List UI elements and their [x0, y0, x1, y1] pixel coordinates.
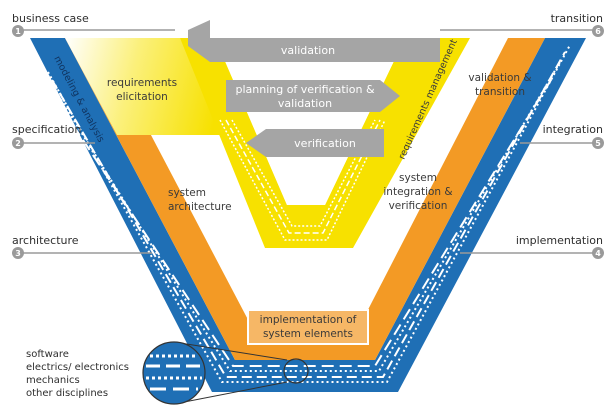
- stage-label-transition: transition: [551, 12, 603, 25]
- legend-mechanics: mechanics: [26, 375, 80, 386]
- system-integration-label-3: verification: [389, 200, 448, 212]
- stage-lines: [18, 29, 598, 254]
- validation-arrow-label: validation: [281, 44, 335, 57]
- legend-software: software: [26, 349, 69, 360]
- orange-band-discipline-lines: [198, 199, 422, 322]
- requirements-elicitation-label-1: requirements: [107, 77, 177, 89]
- implementation-label-2: system elements: [263, 328, 353, 340]
- blue-band: [30, 38, 586, 392]
- stage-2-number: 2: [15, 139, 21, 148]
- validation-arrow: [188, 20, 440, 62]
- implementation-label-1: implementation of: [260, 314, 357, 326]
- stage-label-integration: integration: [543, 123, 603, 136]
- blue-band-discipline-lines: [47, 44, 571, 383]
- legend-zoom-circle-small: [283, 358, 309, 384]
- system-architecture-label-2: architecture: [168, 201, 232, 213]
- legend-electrics: electrics/ electronics: [26, 362, 129, 373]
- stage-markers: 1 2 3 4 5 6: [12, 25, 604, 259]
- legend-zoom-lines: [173, 341, 288, 405]
- stage-label-architecture: architecture: [12, 234, 79, 247]
- system-integration-label-2: integration &: [383, 186, 452, 198]
- legend-zoom-circle: [142, 341, 206, 405]
- implementation-box: [247, 309, 369, 345]
- stage-label-business-case: business case: [12, 12, 89, 25]
- stage-3-number: 3: [15, 249, 21, 258]
- planning-arrow: [226, 80, 400, 112]
- yellow-band: [180, 38, 470, 248]
- inner-white-v: [215, 38, 405, 205]
- verification-arrow-label: verification: [294, 137, 356, 150]
- stage-1-number: 1: [15, 27, 21, 36]
- stage-4-number: 4: [595, 249, 601, 258]
- stage-label-implementation: implementation: [516, 234, 603, 247]
- verification-arrow: [246, 129, 384, 157]
- legend-other-disciplines: other disciplines: [26, 388, 108, 399]
- stage-5-number: 5: [595, 139, 601, 148]
- system-integration-label-1: system: [399, 172, 437, 184]
- requirements-elicitation-label-2: elicitation: [116, 91, 168, 103]
- planning-arrow-label-1: planning of verification &: [235, 83, 374, 96]
- yellow-band-discipline-lines: [219, 119, 386, 241]
- validation-transition-label-1: validation &: [468, 72, 531, 84]
- stage-label-specification: specification: [12, 123, 81, 136]
- validation-transition-label-2: transition: [475, 86, 525, 98]
- stage-6-number: 6: [595, 27, 601, 36]
- system-architecture-label-1: system: [168, 187, 206, 199]
- planning-arrow-label-2: validation: [278, 97, 332, 110]
